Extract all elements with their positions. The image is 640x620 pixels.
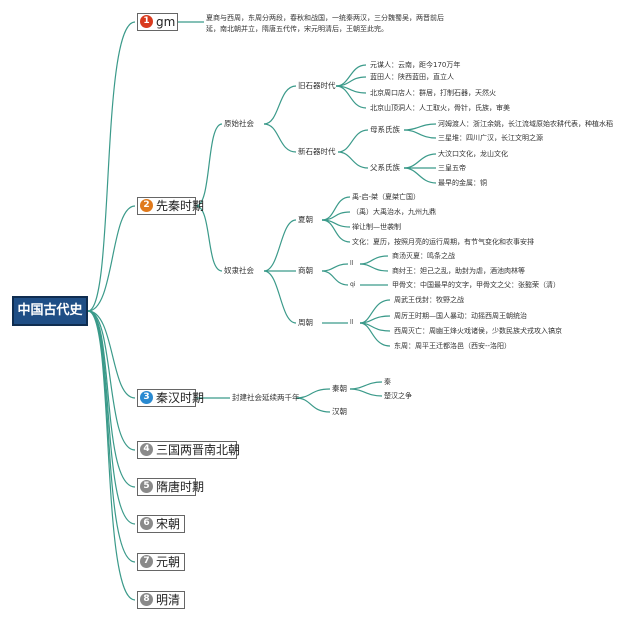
node-fengjian[interactable]: 封建社会延续两千年 [232, 393, 300, 402]
leaf-xia-4[interactable]: 文化：夏历，按照月亮的运行周期，有节气变化和农事安排 [352, 238, 534, 246]
leaf-yuanmou[interactable]: 元谋人：云南，距今170万年 [370, 61, 461, 69]
leaf-tong[interactable]: 最早的金属：铜 [438, 179, 487, 187]
leaf-dawenkou[interactable]: 大汶口文化，龙山文化 [438, 150, 508, 158]
leaf-sanxingdui[interactable]: 三星堆：四川广汉，长江文明之源 [438, 134, 543, 142]
node-shang[interactable]: 商朝 [298, 266, 313, 275]
branch-label: 隋唐时期 [156, 480, 205, 494]
branch-label: 宋朝 [156, 517, 181, 531]
gm-note: 夏商与西周，东周分两段，春秋和战国，一统秦两汉，三分魏蜀吴，两晋前后延，南北朝并… [206, 14, 444, 33]
branch-label: 元朝 [156, 555, 181, 569]
node-yuanshi[interactable]: 原始社会 [224, 119, 254, 128]
leaf-zhou-1[interactable]: 周武王伐封：牧野之战 [394, 296, 464, 304]
leaf-shandingdong[interactable]: 北京山顶洞人：人工取火，骨针，氏族，审美 [370, 104, 510, 112]
node-jiushiqi[interactable]: 旧石器时代 [298, 81, 336, 90]
node-qin[interactable]: 秦朝 [332, 384, 347, 393]
node-fuxi[interactable]: 父系氏族 [370, 163, 400, 172]
leaf-zhou-3[interactable]: 西周灭亡：周幽王烽火戏诸侯，少数民族犬戎攻入镐京 [394, 327, 562, 335]
link-root-b7 [87, 310, 136, 563]
leaf-xia-1[interactable]: 禹-启-桀（夏桀亡国） [352, 193, 421, 201]
number-badge: 5 [140, 480, 153, 493]
leaf-xia-3[interactable]: 禅让制—世袭制 [352, 223, 401, 231]
branch-label: 明清 [156, 593, 181, 607]
leaf-sanhuang[interactable]: 三皇五帝 [438, 164, 466, 172]
tag-ll-2: ll [350, 319, 354, 326]
leaf-xia-2[interactable]: （禹）大禹治水，九州九鼎 [352, 208, 436, 216]
number-badge: 3 [140, 391, 153, 404]
number-badge: 6 [140, 517, 153, 530]
branch-label: 秦汉时期 [156, 391, 205, 405]
link-root-b6 [87, 310, 136, 525]
link-root-b5 [87, 310, 136, 488]
number-badge: 1 [140, 15, 153, 28]
link-root-b8 [87, 310, 136, 601]
leaf-jiaguwen[interactable]: 甲骨文：中国最早的文字，甲骨文之父：张懿荣（清） [392, 281, 560, 289]
node-muxi[interactable]: 母系氏族 [370, 125, 400, 134]
leaf-hemudu[interactable]: 河姆渡人：浙江余姚，长江流域原始农耕代表，种植水稻 [438, 120, 613, 128]
leaf-lantian[interactable]: 蓝田人：陕西蓝田，直立人 [370, 73, 454, 81]
node-zhou[interactable]: 周朝 [298, 318, 313, 327]
number-badge: 7 [140, 555, 153, 568]
link-root-b4 [87, 310, 136, 451]
node-han[interactable]: 汉朝 [332, 407, 347, 416]
number-badge: 8 [140, 593, 153, 606]
number-badge: 2 [140, 199, 153, 212]
leaf-zhou-4[interactable]: 东周：周平王迁都洛邑（西安--洛阳） [394, 342, 512, 350]
branch-label: 三国两晋南北朝 [156, 443, 241, 457]
branch-label: gm [156, 15, 176, 29]
leaf-zhoukoudian[interactable]: 北京周口店人：群居，打制石器，天然火 [370, 89, 496, 97]
node-xinshiqi[interactable]: 新石器时代 [298, 147, 336, 156]
tag-ll: ll [350, 260, 354, 267]
node-nuli[interactable]: 奴隶社会 [224, 266, 254, 275]
leaf-qin[interactable]: 秦 [384, 378, 391, 386]
branch-label: 先秦时期 [156, 199, 205, 213]
link-root-b3 [87, 310, 136, 399]
link-root-b2 [87, 205, 136, 312]
leaf-chuhan[interactable]: 楚汉之争 [384, 392, 412, 400]
number-badge: 4 [140, 443, 153, 456]
leaf-zhou-2[interactable]: 周厉王时期—国人暴动：动摇西周王朝统治 [394, 312, 527, 320]
leaf-shang-1[interactable]: 商汤灭夏：鸣条之战 [392, 252, 455, 260]
node-xia[interactable]: 夏朝 [298, 215, 313, 224]
tag-qi: qi [350, 281, 356, 288]
root-node[interactable]: 中国古代史 [12, 296, 88, 326]
leaf-shang-2[interactable]: 商纣王：妲己之乱，助封为虐，酒池肉林等 [392, 267, 525, 275]
link-root-b1 [87, 21, 136, 312]
